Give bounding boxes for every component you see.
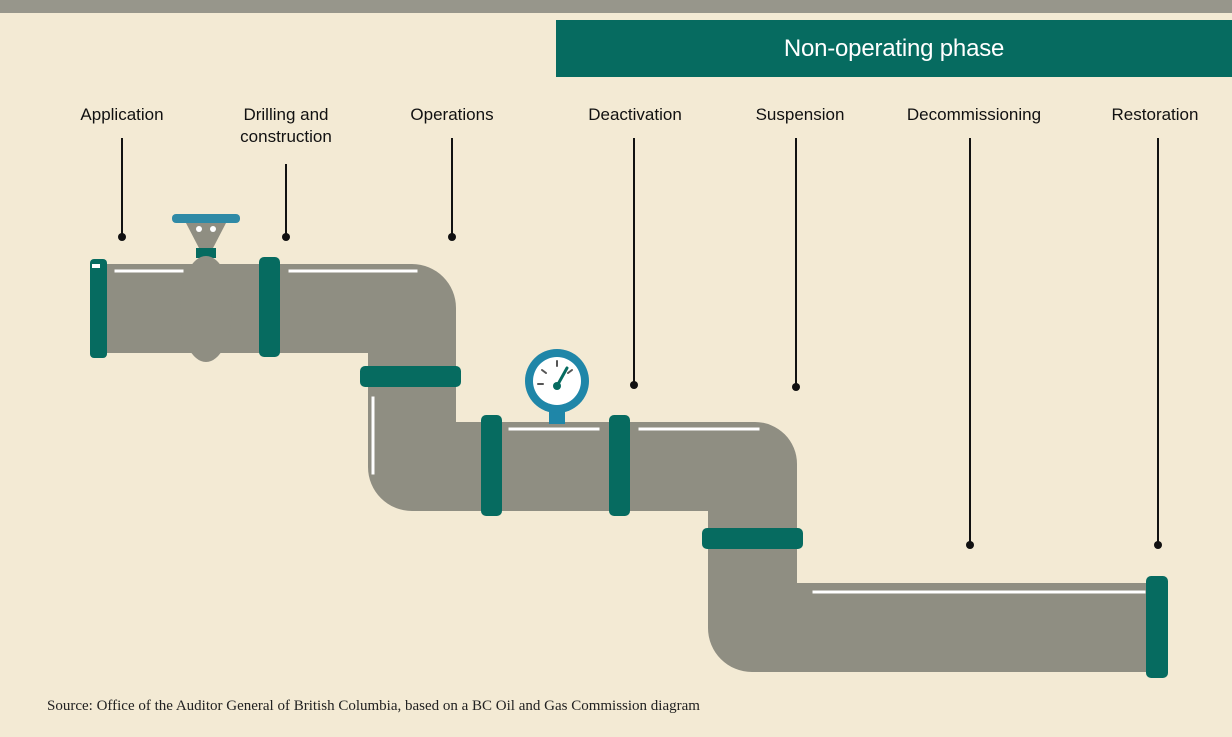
flange-elbow-1 [360, 366, 461, 387]
stage-label-deactivation: Deactivation [588, 105, 682, 124]
non-operating-phase-banner: Non-operating phase [556, 20, 1232, 77]
stage-label-application: Application [80, 105, 164, 124]
pressure-gauge-icon [525, 349, 589, 424]
stage-label-drilling-construction: Drilling and construction [240, 105, 332, 146]
stage-label-restoration: Restoration [1111, 105, 1199, 124]
flange-gauge-left [481, 415, 502, 516]
flange-drilling [259, 257, 280, 357]
stage-label-operations: Operations [410, 105, 494, 124]
stage-label-suspension: Suspension [755, 105, 845, 124]
flange-start [90, 259, 107, 358]
valve-icon [172, 214, 240, 362]
pipe-flanges [90, 257, 1168, 678]
stage-label-decommissioning: Decommissioning [906, 105, 1042, 124]
top-bar [0, 0, 1232, 13]
pointer-dots [118, 233, 1162, 549]
flange-elbow-2 [702, 528, 803, 549]
flange-end [1146, 576, 1168, 678]
flange-gauge-right [609, 415, 630, 516]
pipe-highlights [114, 269, 1146, 594]
source-note: Source: Office of the Auditor General of… [47, 698, 700, 714]
pointer-lines [121, 138, 1159, 545]
